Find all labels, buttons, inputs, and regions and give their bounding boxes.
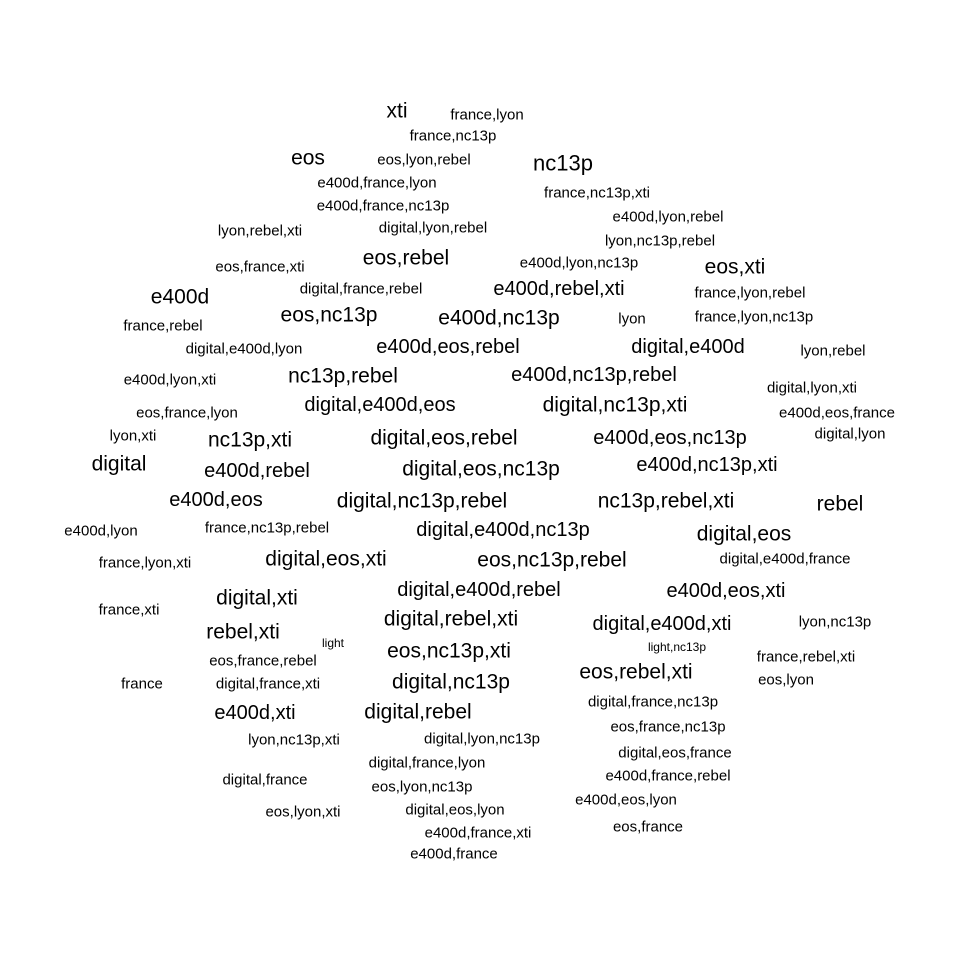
- cloud-word: e400d,france,nc13p: [317, 198, 450, 215]
- cloud-word: eos,lyon,rebel: [377, 152, 470, 169]
- cloud-word: digital,lyon,nc13p: [424, 731, 540, 748]
- cloud-word: digital,xti: [216, 587, 298, 610]
- cloud-word: france: [121, 676, 163, 693]
- cloud-word: e400d,eos,nc13p: [593, 427, 746, 449]
- cloud-word: lyon,nc13p: [799, 614, 872, 631]
- cloud-word: digital,france,xti: [216, 676, 320, 693]
- cloud-word: e400d,lyon: [64, 523, 137, 540]
- cloud-word: digital,nc13p: [392, 671, 510, 694]
- cloud-word: digital,france,nc13p: [588, 694, 718, 711]
- cloud-word: e400d,lyon,rebel: [613, 209, 724, 226]
- cloud-word: e400d,lyon,nc13p: [520, 255, 638, 272]
- cloud-word: lyon,rebel,xti: [218, 223, 302, 240]
- cloud-word: e400d,eos,france: [779, 405, 895, 422]
- cloud-word: eos,lyon,nc13p: [372, 779, 473, 796]
- cloud-word: france,lyon,rebel: [695, 285, 806, 302]
- cloud-word: eos,france,xti: [215, 259, 304, 276]
- cloud-word: lyon,nc13p,rebel: [605, 233, 715, 250]
- cloud-word: digital,eos,rebel: [370, 427, 517, 450]
- cloud-word: digital,eos,france: [618, 745, 731, 762]
- cloud-word: e400d,xti: [214, 702, 295, 724]
- cloud-word: digital,nc13p,rebel: [337, 490, 507, 513]
- cloud-word: eos,nc13p,rebel: [477, 549, 626, 572]
- cloud-word: digital,lyon: [815, 426, 886, 443]
- cloud-word: e400d,nc13p,xti: [636, 454, 777, 476]
- cloud-word: e400d,lyon,xti: [124, 372, 217, 389]
- cloud-word: france,lyon,xti: [99, 555, 192, 572]
- cloud-word: e400d,rebel,xti: [493, 278, 624, 300]
- cloud-word: e400d,eos,rebel: [376, 336, 519, 358]
- cloud-word: digital,eos: [697, 523, 792, 546]
- cloud-word: e400d,eos: [169, 489, 262, 511]
- cloud-word: e400d,france,xti: [425, 825, 532, 842]
- cloud-word: nc13p,xti: [208, 429, 292, 452]
- cloud-word: xti: [387, 100, 408, 123]
- cloud-word: e400d,france,rebel: [605, 768, 730, 785]
- cloud-word: eos,xti: [705, 256, 766, 279]
- cloud-word: lyon,xti: [110, 428, 157, 445]
- cloud-word: france,lyon: [450, 107, 523, 124]
- cloud-word: digital,rebel,xti: [384, 608, 518, 631]
- cloud-word: eos,lyon,xti: [265, 804, 340, 821]
- cloud-word: e400d,eos,lyon: [575, 792, 677, 809]
- cloud-word: france,xti: [99, 602, 160, 619]
- cloud-word: lyon,rebel: [800, 343, 865, 360]
- cloud-word: digital,eos,xti: [265, 548, 386, 571]
- cloud-word: digital,e400d,xti: [593, 613, 732, 635]
- cloud-word: rebel: [817, 493, 864, 516]
- cloud-word: lyon: [618, 311, 646, 328]
- cloud-word: digital,e400d,france: [720, 551, 851, 568]
- cloud-word: digital,e400d: [631, 336, 744, 358]
- cloud-word: digital,eos,nc13p: [402, 458, 560, 481]
- cloud-word: e400d,france: [410, 846, 498, 863]
- cloud-word: digital,e400d,eos: [304, 394, 455, 416]
- cloud-word: light,nc13p: [648, 640, 706, 654]
- cloud-word: e400d,france,lyon: [317, 175, 436, 192]
- cloud-word: e400d,eos,xti: [667, 580, 786, 602]
- cloud-word: eos,nc13p: [281, 304, 378, 327]
- cloud-word: digital,e400d,nc13p: [416, 519, 589, 541]
- cloud-word: digital,lyon,rebel: [379, 220, 487, 237]
- cloud-word: e400d,nc13p,rebel: [511, 364, 677, 386]
- cloud-word: eos,rebel,xti: [579, 661, 692, 684]
- cloud-word: light: [322, 636, 345, 650]
- cloud-word: eos,rebel: [363, 247, 449, 270]
- cloud-word: digital,france: [222, 772, 307, 789]
- cloud-word: digital,lyon,xti: [767, 380, 857, 397]
- cloud-word: france,nc13p,xti: [544, 185, 650, 202]
- cloud-word: digital,e400d,rebel: [397, 579, 560, 601]
- cloud-word: france,rebel,xti: [757, 649, 855, 666]
- cloud-word: eos,france,rebel: [209, 653, 317, 670]
- cloud-word: digital,e400d,lyon: [186, 341, 303, 358]
- cloud-word: eos,france,lyon: [136, 405, 238, 422]
- cloud-word: eos: [291, 147, 325, 170]
- cloud-word: digital: [92, 453, 147, 476]
- cloud-word: nc13p,rebel: [288, 365, 398, 388]
- cloud-word: digital,france,rebel: [300, 281, 423, 298]
- cloud-word: eos,france,nc13p: [610, 719, 725, 736]
- cloud-word: e400d,rebel: [204, 460, 310, 482]
- cloud-word: digital,nc13p,xti: [543, 394, 688, 417]
- cloud-word: nc13p: [533, 151, 593, 176]
- cloud-word: france,nc13p,rebel: [205, 520, 329, 537]
- cloud-word: france,lyon,nc13p: [695, 309, 813, 326]
- cloud-word: france,rebel: [123, 318, 202, 335]
- cloud-word: lyon,nc13p,xti: [248, 732, 340, 749]
- cloud-word: digital,rebel: [364, 701, 471, 724]
- cloud-word: eos,lyon: [758, 672, 814, 689]
- cloud-word: rebel,xti: [206, 621, 280, 644]
- cloud-word: france,nc13p: [410, 128, 497, 145]
- cloud-word: eos,france: [613, 819, 683, 836]
- cloud-word: digital,eos,lyon: [405, 802, 504, 819]
- cloud-word: digital,france,lyon: [369, 755, 486, 772]
- cloud-word: e400d,nc13p: [438, 307, 559, 330]
- cloud-word: nc13p,rebel,xti: [598, 490, 735, 513]
- cloud-word: eos,nc13p,xti: [387, 640, 511, 663]
- cloud-word: e400d: [151, 286, 209, 309]
